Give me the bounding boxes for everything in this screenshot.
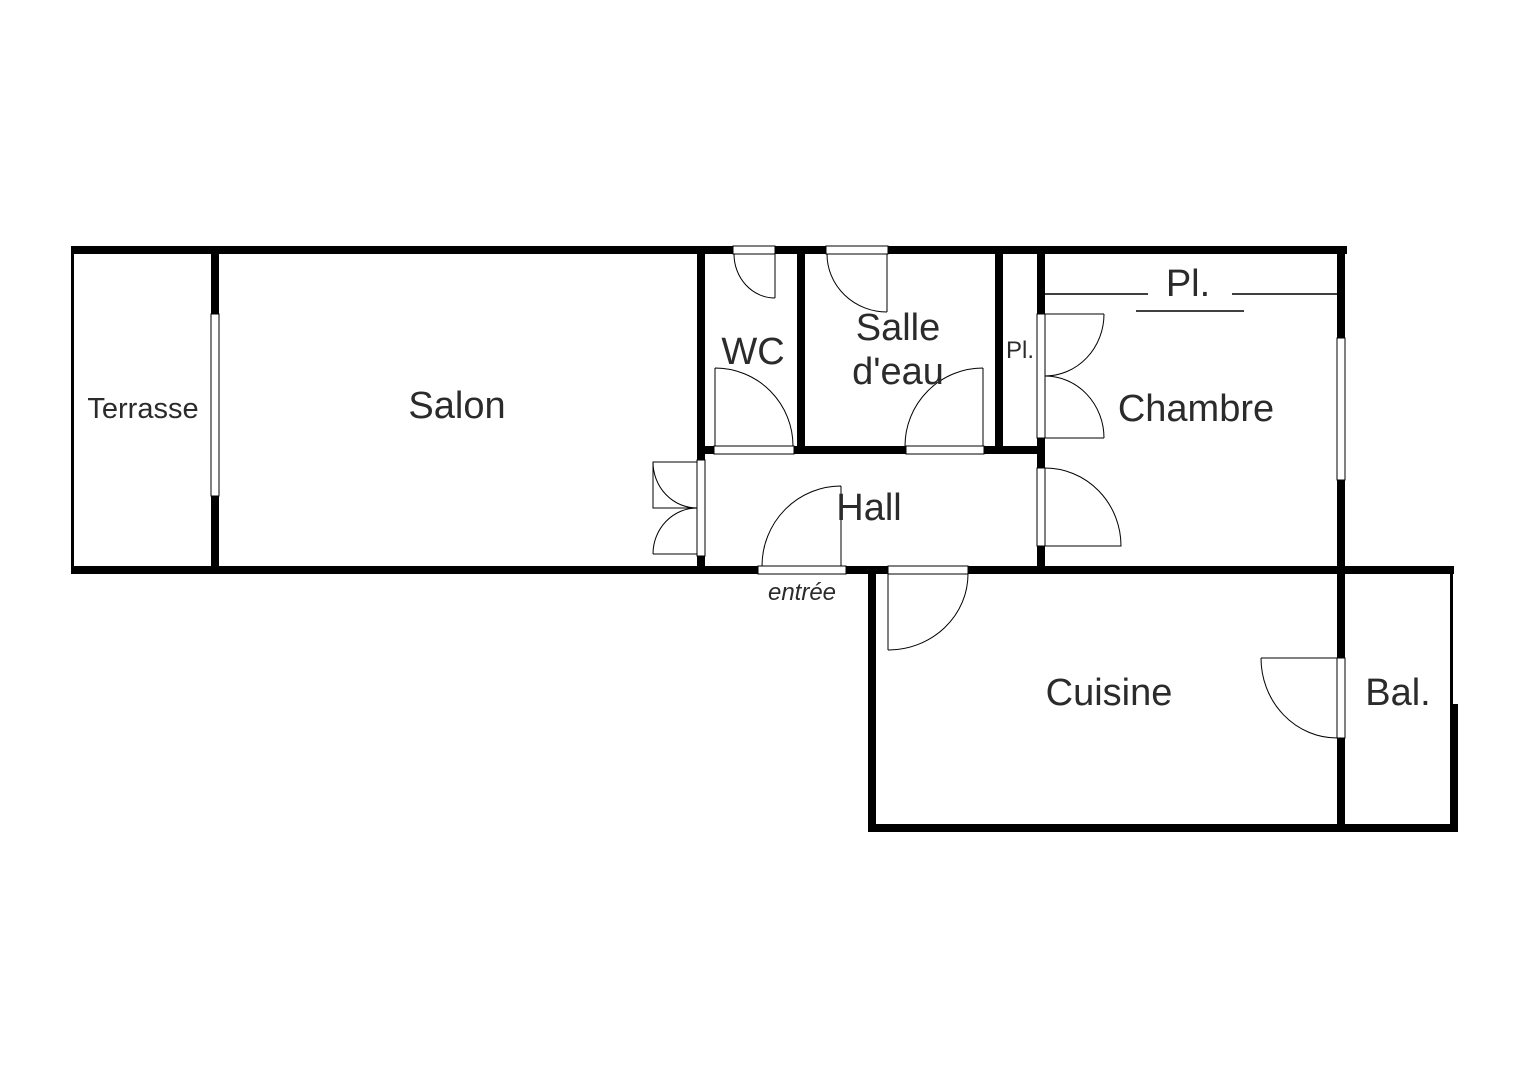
label-placard-chambre: Pl. xyxy=(1166,263,1210,305)
label-cuisine: Cuisine xyxy=(1046,672,1173,714)
wall-balcon-right-thin xyxy=(1450,566,1453,706)
opening-salon-hall xyxy=(696,459,706,557)
door-salle-deau-bottom xyxy=(904,367,984,447)
label-terrasse: Terrasse xyxy=(87,393,198,425)
door-salon-upper xyxy=(652,461,698,509)
wall-left xyxy=(71,246,74,574)
wall-cuisine-balcon-lower xyxy=(1337,738,1345,832)
label-salle-deau-2: d'eau xyxy=(852,351,944,393)
room-labels: Terrasse Salon WC Salle d'eau Pl. Pl. Ch… xyxy=(87,263,1430,714)
wall-terrasse-salon-lower xyxy=(211,496,219,574)
wall-wc-salle-deau xyxy=(797,246,805,450)
wall-cuisine-balcon-upper xyxy=(1337,566,1345,658)
door-wc-bottom xyxy=(714,367,794,447)
placard-chambre-lines xyxy=(1045,293,1337,312)
wall-salon-right-upper xyxy=(697,246,705,460)
label-chambre: Chambre xyxy=(1118,388,1274,430)
label-placard-small: Pl. xyxy=(1006,337,1034,364)
wall-chambre-bottom xyxy=(968,566,1454,574)
door-pl-lower xyxy=(1044,375,1105,439)
door-salon-lower xyxy=(652,507,698,555)
walls xyxy=(71,246,1458,832)
opening-entree xyxy=(757,565,847,575)
opening-pl-chambre xyxy=(1036,313,1046,439)
wall-balcon-right-low xyxy=(1450,704,1458,832)
wall-salon-right-lower xyxy=(697,556,705,574)
opening-hall-chambre xyxy=(1036,467,1046,547)
door-cuisine xyxy=(887,573,969,651)
wall-hall-top xyxy=(697,446,1043,454)
door-salle-deau-top xyxy=(826,253,888,313)
door-pl-upper xyxy=(1044,313,1105,377)
wall-chambre-right-lower xyxy=(1337,480,1345,574)
door-cuisine-balcon xyxy=(1260,657,1338,739)
wall-pl-chambre xyxy=(1037,246,1045,316)
window-chambre-right xyxy=(1336,337,1346,481)
wall-cuisine-top-left xyxy=(868,566,888,574)
wall-salle-deau-pl xyxy=(995,246,1003,450)
window-terrasse-salon xyxy=(210,313,220,497)
door-wc-top xyxy=(733,253,776,299)
label-balcon: Bal. xyxy=(1365,672,1430,714)
opening-wc-top xyxy=(732,245,776,255)
wall-hall-right xyxy=(1037,436,1045,468)
opening-salle-deau-top xyxy=(825,245,889,255)
wall-hall-right-lower xyxy=(1037,546,1045,574)
door-hall-chambre xyxy=(1044,467,1122,547)
wall-top xyxy=(71,246,1347,254)
wall-cuisine-left xyxy=(868,566,876,832)
openings xyxy=(210,245,1346,739)
label-salon: Salon xyxy=(408,385,505,427)
label-wc: WC xyxy=(721,331,784,373)
wall-bottom-left xyxy=(71,566,1047,574)
wall-chambre-right-upper xyxy=(1337,246,1345,338)
opening-cuisine-balcon xyxy=(1336,657,1346,739)
opening-cuisine-top xyxy=(887,565,969,575)
label-salle-deau-1: Salle xyxy=(856,307,941,349)
wall-cuisine-bottom xyxy=(868,824,1458,832)
opening-salle-deau-bottom xyxy=(905,445,985,455)
door-swings xyxy=(652,253,1338,739)
label-entree: entrée xyxy=(768,579,836,606)
wall-terrasse-salon-upper xyxy=(211,246,219,314)
opening-wc-bottom xyxy=(713,445,795,455)
door-entree xyxy=(761,485,842,567)
label-hall: Hall xyxy=(836,487,901,529)
